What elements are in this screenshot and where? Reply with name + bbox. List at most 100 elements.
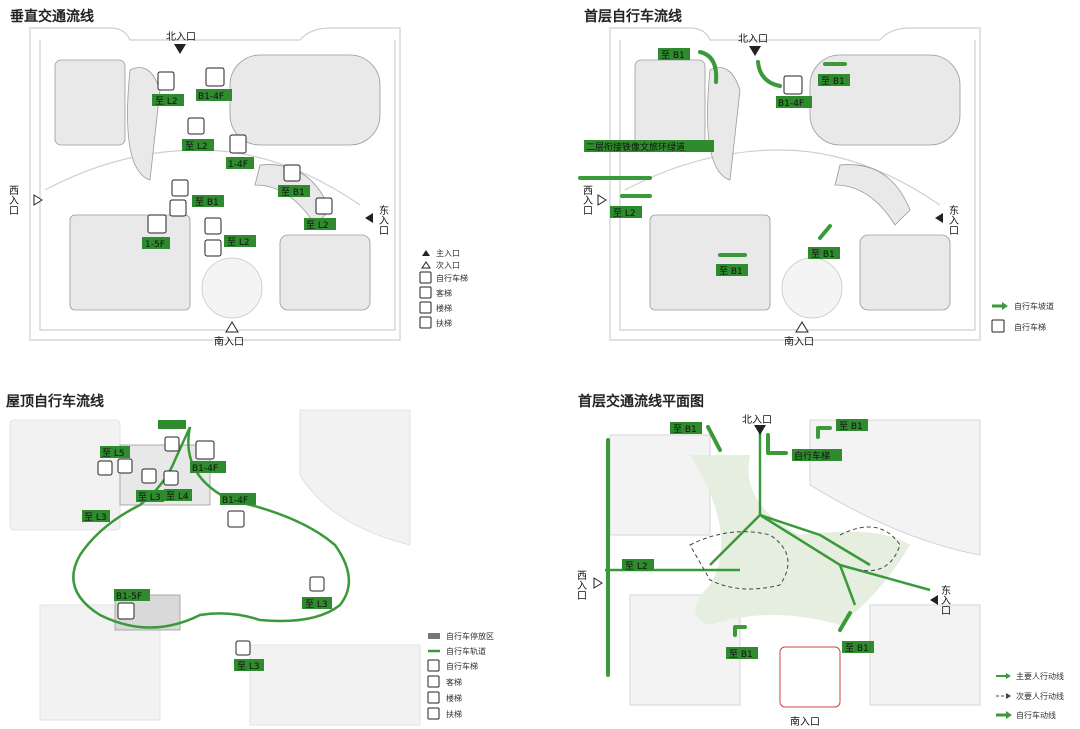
east-entrance-label: 东入口 [947,204,959,235]
stairs-icon [164,436,180,452]
stairs-icon [97,460,113,476]
secondary-pedestrian-route [689,531,789,590]
label-to-b1: 至 B1 [281,187,305,198]
stairs-icon [204,217,222,235]
legend-bike-elevator: 自行车梯 [1014,322,1046,332]
label-to-l2: 至 L2 [155,96,178,107]
escalator-icon [315,197,333,215]
west-entrance-label: 西入口 [575,570,587,600]
elevator-icon [147,214,167,234]
main-pedestrian-route [605,425,931,606]
bicycle-elevator-icon [205,67,225,87]
label-1-4f: 1-4F [228,160,248,170]
label-to-b1: 至 B1 [839,421,863,432]
label-greenway-link: 二层衔接铁像文旅环绿道 [586,141,685,153]
label-b1-4f: B1-4F [192,464,218,474]
panel-title: 屋顶自行车流线 [6,394,104,410]
panel-roof-bicycle-flow: 屋顶自行车流线 至 L5 B1-4F 至 L3 至 L4 B1-4F 至 L3 [0,365,540,729]
label-1-5f: 1-5F [145,240,165,250]
legend-bike-route: 自行车动线 [1016,710,1056,720]
legend-main-entrance: 主入口 [436,248,460,258]
label-to-b1: 至 B1 [719,266,743,277]
stairs-icon [171,179,189,197]
label-to-b1: 至 B1 [821,76,845,87]
panel-ground-traffic-plan: 首层交通流线平面图 北入口 西入口 东入口 南入口 至 B1 至 B1 自行车梯… [540,365,1080,729]
escalator-icon [309,576,325,592]
bike-track [72,426,351,629]
legend-bike-track: 自行车轨道 [446,646,486,656]
bike-parking-area [158,420,186,429]
escalator-icon [141,468,157,484]
label-to-l5: 至 L5 [102,448,125,459]
south-entrance-label: 南入口 [784,335,814,348]
panel-ground-bicycle-flow: 首层自行车流线 北入口 西入口 东入口 南入口 至 B1 B1-4F 至 B1 [540,0,1080,364]
west-entrance-label: 西入口 [581,185,593,215]
label-to-l2: 至 L2 [306,220,329,231]
bike-ramp-arrow [698,50,719,84]
panel-title: 垂直交通流线 [10,9,94,25]
bike-route [838,611,852,632]
escalator-icon [169,199,187,217]
label-to-b1: 至 B1 [195,197,219,208]
legend-escalator: 扶梯 [446,709,462,719]
label-to-l4: 至 L4 [166,491,189,502]
panel-vertical-circulation: 垂直交通流线 北入口 西入口 东入口 南入口 [0,0,540,364]
north-entrance-label: 北入口 [742,414,772,426]
label-b1-4f: B1-4F [222,496,248,506]
site-plan-ground-traffic: 北入口 西入口 东入口 南入口 至 B1 至 B1 自行车梯 至 L2 至 B1… [575,414,1065,728]
legend-bike-parking: 自行车停放区 [446,631,494,641]
stairs-icon [283,164,301,182]
label-to-b1: 至 B1 [845,643,869,654]
elevator-icon [227,510,245,528]
bike-route [733,625,747,637]
label-to-l2: 至 L2 [227,237,250,248]
stairs-icon [235,640,251,656]
label-to-l2: 至 L2 [185,141,208,152]
label-b1-4f: B1-4F [778,99,804,109]
north-entrance-label: 北入口 [166,31,196,43]
legend-bike-ramp: 自行车坡道 [1014,301,1054,311]
escalator-icon [204,239,222,257]
label-to-b1: 至 B1 [811,249,835,260]
stairs-icon [157,71,175,91]
escalator-icon [187,117,205,135]
legend-main-pedestrian: 主要人行动线 [1016,671,1064,681]
south-plaza-outline [779,646,841,708]
legend-passenger-elevator: 客梯 [436,288,452,298]
panel-title: 首层交通流线平面图 [578,394,704,410]
label-to-l3: 至 L3 [305,599,328,610]
west-entrance-label: 西入口 [7,185,19,215]
east-entrance-label: 东入口 [377,204,389,235]
label-to-l3: 至 L3 [237,661,260,672]
legend-secondary-pedestrian: 次要人行动线 [1016,691,1064,701]
label-bike-elevator: 自行车梯 [794,450,830,462]
north-entrance-marker [174,44,186,54]
label-to-b1: 至 B1 [661,50,685,61]
panel-title: 首层自行车流线 [584,9,682,25]
elevator-icon [117,602,135,620]
legend-stairs: 楼梯 [446,693,462,703]
south-entrance-label: 南入口 [214,335,244,348]
site-plan-vertical: 北入口 西入口 东入口 南入口 至 L2 B1-4F 至 L2 1-4F 至 B… [7,27,468,348]
label-to-l2: 至 L2 [613,208,636,219]
label-to-l3: 至 L3 [138,492,161,503]
legend-escalator: 扶梯 [436,318,452,328]
bike-ramp-arrow [756,60,782,88]
label-to-b1: 至 B1 [729,649,753,660]
north-entrance-label: 北入口 [738,33,768,45]
legend-secondary-entrance: 次入口 [436,260,460,270]
legend-passenger-elevator: 客梯 [446,677,462,687]
east-entrance-label: 东入口 [939,584,951,615]
bike-route [766,433,788,455]
escalator-icon [163,470,179,486]
bike-ramp-arrow [818,224,832,240]
elevator-icon [229,134,247,154]
stairs-icon [117,458,133,474]
label-to-b1: 至 B1 [673,424,697,435]
bike-route [816,426,832,439]
label-to-l2: 至 L2 [625,561,648,572]
legend-bicycle-elevator: 自行车梯 [436,273,468,283]
bicycle-elevator-icon [783,75,803,95]
label-to-l3: 至 L3 [84,512,107,523]
south-entrance-label: 南入口 [790,715,820,728]
